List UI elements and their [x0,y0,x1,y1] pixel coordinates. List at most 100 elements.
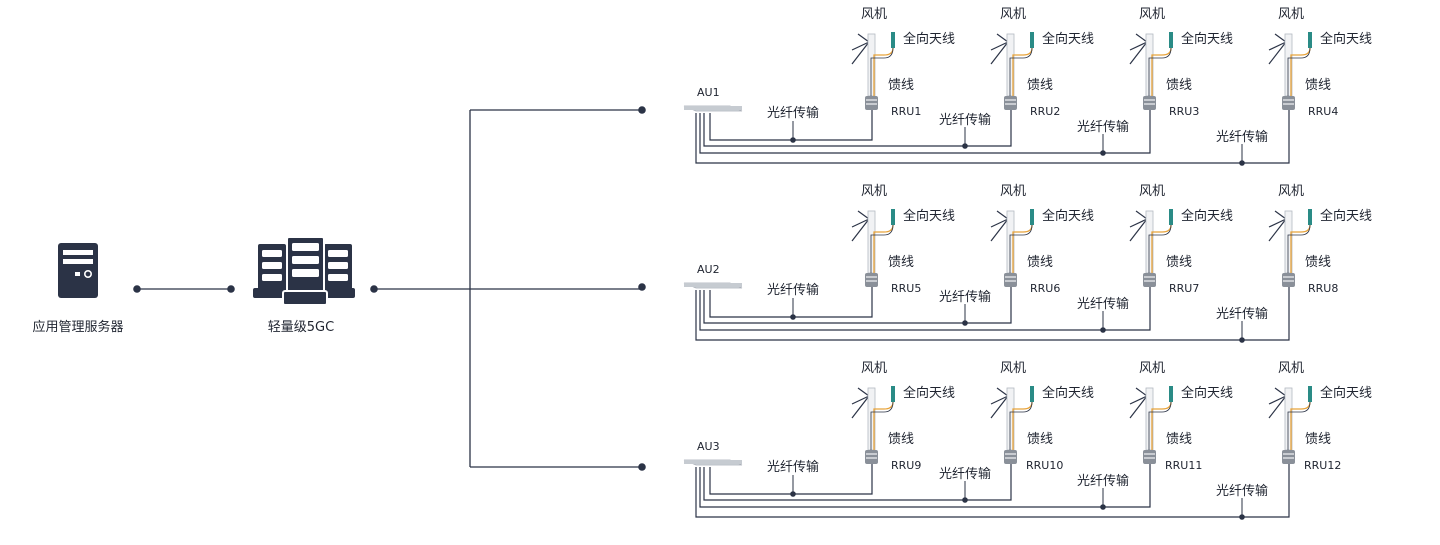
fiber-label: 光纤传输 [1077,473,1129,489]
fiber-label: 光纤传输 [767,282,819,298]
feeder-label: 馈线 [888,78,914,93]
rru-label: RRU2 [1030,105,1060,118]
omni-antenna-label: 全向天线 [1181,31,1233,47]
feeder-label: 馈线 [1166,255,1192,270]
omni-antenna-icon [1308,386,1312,402]
server-core-link [133,285,235,293]
turbine-site: 风机 全向天线 馈线 RRU2 [990,7,1094,118]
wind-turbine-icon [1129,210,1154,274]
au-group-3: AU3 光纤传输 光纤传输 光纤传输 光纤传输 [683,361,1372,520]
rru-device-icon [865,96,878,110]
feeder-label: 馈线 [1027,432,1053,447]
wind-turbine-icon [990,387,1015,451]
server-tower-icon [58,243,98,298]
feeder-label: 馈线 [888,255,914,270]
au-label: AU2 [697,263,720,276]
fiber-label-4: 光纤传输 [1216,306,1268,343]
link-dot [133,285,141,293]
fiber-label: 光纤传输 [939,112,991,128]
rru-device-icon [1143,96,1156,110]
wind-turbine-icon [1129,33,1154,97]
omni-antenna-label: 全向天线 [1042,31,1094,47]
fiber-label-3: 光纤传输 [1077,296,1129,333]
omni-antenna-icon [891,386,895,402]
turbine-label: 风机 [1139,7,1165,22]
rru-device-icon [1004,96,1017,110]
turbine-site: 风机 全向天线 馈线 RRU4 [1268,7,1372,118]
fiber-label-1: 光纤传输 [767,282,819,320]
feeder-label: 馈线 [1305,432,1331,447]
fiber-dot [962,320,968,326]
rru-label: RRU3 [1169,105,1199,118]
omni-antenna-label: 全向天线 [1181,385,1233,401]
rru-device-icon [865,273,878,287]
omni-antenna-label: 全向天线 [1320,208,1372,224]
omni-antenna-label: 全向天线 [903,208,955,224]
turbine-site: 风机 全向天线 馈线 RRU1 [851,7,955,118]
turbine-label: 风机 [861,7,887,22]
rru-label: RRU6 [1030,282,1060,295]
fiber-dot [790,137,796,143]
rru-label: RRU5 [891,282,921,295]
turbine-label: 风机 [1139,361,1165,376]
feeder-label: 馈线 [888,432,914,447]
au-label: AU3 [697,440,720,453]
omni-antenna-icon [1308,32,1312,48]
fiber-label-1: 光纤传输 [767,105,819,143]
wind-turbine-icon [851,210,876,274]
au-device: AU1 [683,86,743,112]
trunk-dot [370,285,378,293]
turbine-site: 风机 全向天线 馈线 RRU11 [1129,361,1233,472]
trunk-dot [638,283,646,291]
rru-device-icon [865,450,878,464]
omni-antenna-icon [1169,209,1173,225]
rru-label: RRU11 [1165,459,1202,472]
rru-label: RRU1 [891,105,921,118]
rru-device-icon [1143,273,1156,287]
turbine-site: 风机 全向天线 馈线 RRU12 [1268,361,1372,472]
omni-antenna-icon [1169,386,1173,402]
turbine-label: 风机 [1000,7,1026,22]
wind-turbine-icon [990,210,1015,274]
omni-antenna-icon [1030,32,1034,48]
fiber-label-2: 光纤传输 [939,466,991,503]
omni-antenna-icon [1308,209,1312,225]
omni-antenna-label: 全向天线 [1320,31,1372,47]
turbine-label: 风机 [1278,184,1304,199]
au-group-1: AU1 光纤传输 光纤传输 光纤传输 [683,7,1372,166]
rru-label: RRU4 [1308,105,1338,118]
turbine-label: 风机 [1278,7,1304,22]
turbine-site: 风机 全向天线 馈线 RRU6 [990,184,1094,295]
fiber-label-4: 光纤传输 [1216,483,1268,520]
omni-antenna-icon [891,32,895,48]
rru-device-icon [1004,273,1017,287]
core-label: 轻量级5GC [268,320,334,335]
au-device: AU2 [683,263,743,289]
trunk-dot [638,106,646,114]
fiber-label: 光纤传输 [767,105,819,121]
wind-turbine-icon [1268,387,1293,451]
fiber-dot [1239,514,1245,520]
link-dot [227,285,235,293]
rru-label: RRU10 [1026,459,1063,472]
feeder-label: 馈线 [1305,255,1331,270]
feeder-label: 馈线 [1305,78,1331,93]
fiber-dot [1100,150,1106,156]
rru-device-icon [1282,96,1295,110]
feeder-label: 馈线 [1027,78,1053,93]
feeder-label: 馈线 [1166,78,1192,93]
wind-turbine-icon [990,33,1015,97]
omni-antenna-icon [891,209,895,225]
feeder-label: 馈线 [1027,255,1053,270]
server-rack-icon [253,236,355,306]
fiber-dot [1100,327,1106,333]
fiber-label: 光纤传输 [1216,306,1268,322]
core-trunk [370,106,646,471]
turbine-label: 风机 [1000,184,1026,199]
wind-turbine-icon [1268,33,1293,97]
fiber-label: 光纤传输 [767,459,819,475]
fiber-dot [790,491,796,497]
turbine-site: 风机 全向天线 馈线 RRU3 [1129,7,1233,118]
turbine-label: 风机 [1000,361,1026,376]
omni-antenna-label: 全向天线 [1320,385,1372,401]
